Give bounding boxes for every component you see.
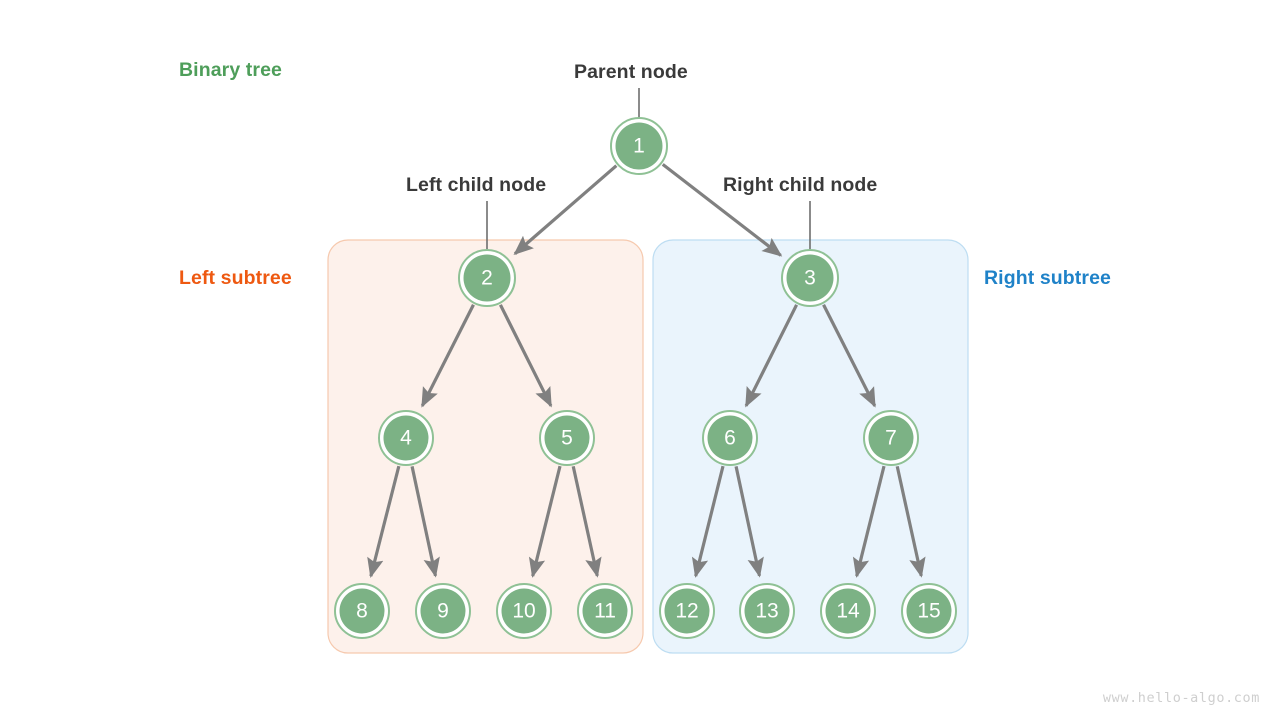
tree-edge-n1-n3 xyxy=(661,163,783,257)
tree-edge-n2-n5 xyxy=(498,304,553,408)
tree-node-14: 14 xyxy=(820,583,876,639)
tree-node-9: 9 xyxy=(415,583,471,639)
node-value: 11 xyxy=(594,600,616,623)
pointer-line-layer xyxy=(486,88,811,249)
node-disc xyxy=(383,415,429,461)
tree-node-1: 1 xyxy=(610,117,668,175)
node-value: 14 xyxy=(836,600,860,623)
tree-node-13: 13 xyxy=(739,583,795,639)
tree-edge-n6-n13 xyxy=(734,466,764,578)
node-disc xyxy=(868,415,914,461)
tree-edge-n4-n9 xyxy=(410,466,440,578)
tree-node-2: 2 xyxy=(458,249,516,307)
node-disc xyxy=(582,588,628,634)
node-disc xyxy=(420,588,466,634)
node-value: 2 xyxy=(481,267,493,290)
node-disc xyxy=(501,588,547,634)
node-disc xyxy=(744,588,790,634)
tree-node-7: 7 xyxy=(863,410,919,466)
tree-edge-n5-n10 xyxy=(528,465,562,578)
left-subtree-label: Left subtree xyxy=(179,267,292,289)
node-value: 7 xyxy=(885,427,897,450)
node-disc xyxy=(615,122,663,170)
node-disc xyxy=(906,588,952,634)
tree-node-4: 4 xyxy=(378,410,434,466)
left-subtree-box xyxy=(327,239,644,654)
tree-edge-n3-n6 xyxy=(744,304,799,408)
node-value: 15 xyxy=(917,600,940,623)
node-value: 10 xyxy=(512,600,535,623)
site-watermark: www.hello-algo.com xyxy=(1102,690,1260,706)
node-disc xyxy=(707,415,753,461)
tree-edge-n6-n12 xyxy=(691,465,725,578)
diagram-title: Binary tree xyxy=(179,59,282,81)
node-value: 4 xyxy=(400,427,412,450)
node-disc xyxy=(339,588,385,634)
node-disc xyxy=(825,588,871,634)
right-subtree-label: Right subtree xyxy=(984,267,1111,289)
tree-edge-n3-n7 xyxy=(822,304,877,408)
right-child-node-label: Right child node xyxy=(723,174,878,196)
tree-node-11: 11 xyxy=(577,583,633,639)
subtree-boxes xyxy=(327,239,969,654)
node-value: 9 xyxy=(437,600,449,623)
tree-edge-n4-n8 xyxy=(367,465,401,578)
tree-edge-n7-n15 xyxy=(895,465,926,578)
tree-node-8: 8 xyxy=(334,583,390,639)
node-value: 6 xyxy=(724,427,736,450)
tree-node-12: 12 xyxy=(659,583,715,639)
node-value: 13 xyxy=(755,600,778,623)
tree-node-3: 3 xyxy=(781,249,839,307)
tree-edge-n7-n14 xyxy=(852,465,886,578)
edge-layer xyxy=(367,163,926,578)
tree-node-5: 5 xyxy=(539,410,595,466)
tree-edge-n2-n4 xyxy=(420,304,475,408)
node-disc xyxy=(786,254,834,302)
tree-node-10: 10 xyxy=(496,583,552,639)
node-value: 5 xyxy=(561,427,573,450)
left-child-node-label: Left child node xyxy=(406,174,547,196)
node-disc xyxy=(664,588,710,634)
node-value: 12 xyxy=(675,600,698,623)
node-value: 3 xyxy=(804,267,816,290)
tree-edge-n5-n11 xyxy=(571,465,602,578)
tree-node-6: 6 xyxy=(702,410,758,466)
node-disc xyxy=(544,415,590,461)
tree-node-15: 15 xyxy=(901,583,957,639)
tree-edge-n1-n2 xyxy=(513,164,618,255)
node-value: 1 xyxy=(633,135,645,158)
node-value: 8 xyxy=(356,600,368,623)
node-disc xyxy=(463,254,511,302)
parent-node-label: Parent node xyxy=(574,61,688,83)
